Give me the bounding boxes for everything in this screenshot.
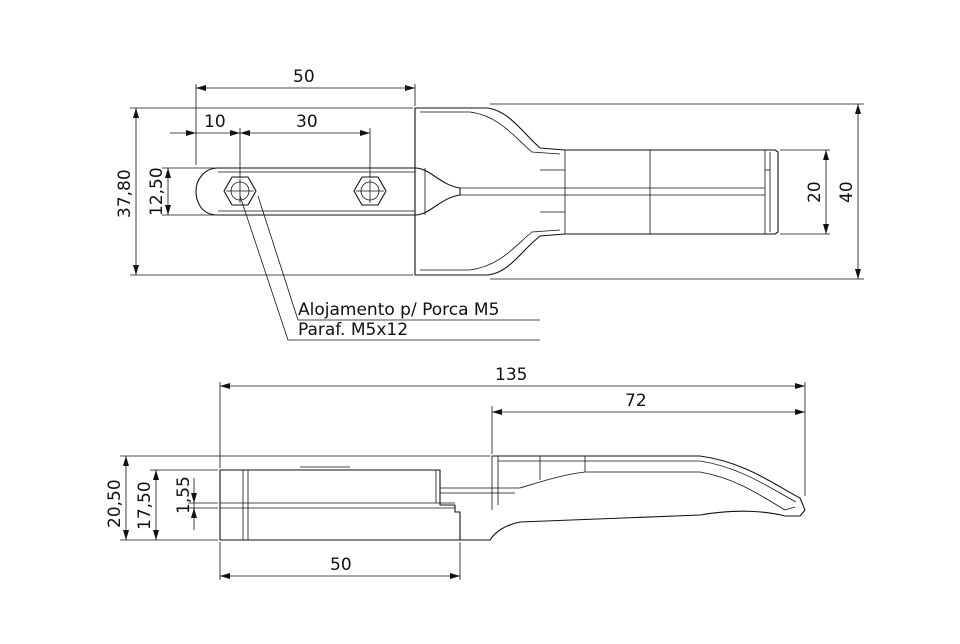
dim-handle-length: 72 bbox=[491, 391, 805, 454]
dim-base-length-label: 50 bbox=[330, 555, 352, 575]
base-block bbox=[219, 469, 461, 541]
mounting-tab bbox=[195, 167, 461, 216]
dim-total-width: 40 bbox=[490, 103, 864, 280]
dim-height-body: 17,50 bbox=[135, 469, 218, 540]
dim-height-inner: 12,50 bbox=[147, 167, 215, 216]
nut-note: Alojamento p/ Porca M5 Paraf. M5x12 bbox=[239, 195, 540, 341]
side-view: 135 72 50 20,50 bbox=[105, 365, 806, 580]
note-screw: Paraf. M5x12 bbox=[298, 320, 408, 340]
lever-handle bbox=[459, 455, 806, 541]
hex-nut-right bbox=[353, 176, 387, 206]
dim-base-length: 50 bbox=[219, 542, 461, 580]
top-view: 50 10 30 37,80 bbox=[115, 67, 864, 341]
dim-height-body-label: 17,50 bbox=[135, 481, 155, 530]
dim-height-outer-label: 37,80 bbox=[115, 169, 135, 218]
dim-handle-length-label: 72 bbox=[625, 391, 647, 411]
dim-total-width-label: 40 bbox=[837, 181, 857, 203]
dim-overall-width-label: 50 bbox=[293, 67, 315, 87]
dim-slot-gap-label: 1,55 bbox=[174, 476, 194, 514]
dim-handle-width: 20 bbox=[780, 149, 830, 235]
dim-height-outer: 37,80 bbox=[115, 107, 413, 276]
dim-height-total: 20,50 bbox=[105, 455, 490, 541]
dim-slot-gap: 1,55 bbox=[174, 476, 218, 530]
handle-outline-upper bbox=[414, 107, 779, 237]
dim-height-total-label: 20,50 bbox=[105, 479, 125, 528]
dim-overall-width: 50 bbox=[195, 67, 416, 165]
dim-handle-width-label: 20 bbox=[805, 181, 825, 203]
dim-hole-positions: 10 30 bbox=[170, 112, 371, 178]
handle-outline-lower bbox=[414, 111, 541, 276]
dim-hole-spacing-label: 30 bbox=[296, 112, 318, 132]
dim-hole-offset-label: 10 bbox=[204, 112, 226, 132]
dim-total-length: 135 bbox=[219, 365, 806, 496]
note-nut-housing: Alojamento p/ Porca M5 bbox=[298, 300, 499, 320]
dim-total-length-label: 135 bbox=[495, 365, 527, 385]
dim-height-inner-label: 12,50 bbox=[147, 167, 167, 216]
hex-nut-left bbox=[223, 176, 257, 206]
